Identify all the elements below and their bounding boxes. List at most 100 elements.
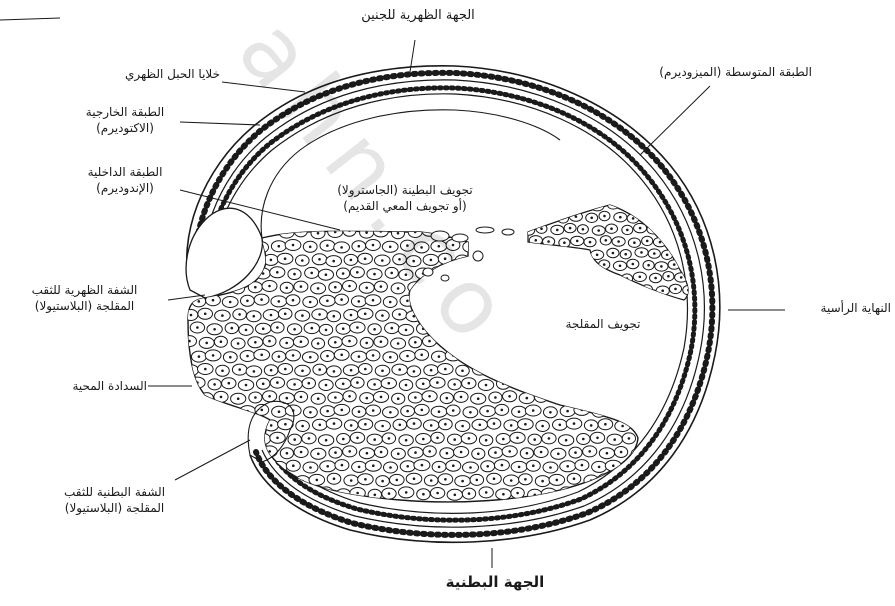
- cell-nucleus: [453, 383, 456, 386]
- cell-nucleus: [293, 438, 296, 441]
- cell-nucleus: [308, 492, 311, 495]
- cell-nucleus: [228, 437, 231, 440]
- cell: [614, 336, 628, 347]
- cell: [183, 420, 199, 431]
- cell-nucleus: [276, 271, 279, 274]
- cell-nucleus: [526, 205, 529, 208]
- cell: [223, 462, 239, 473]
- cell-nucleus: [469, 411, 472, 414]
- cell-nucleus: [317, 287, 320, 290]
- cell-nucleus: [364, 257, 367, 260]
- cell-nucleus: [246, 465, 249, 468]
- cell-nucleus: [334, 286, 337, 289]
- cell-nucleus: [494, 451, 497, 454]
- cell: [523, 226, 535, 235]
- cell: [621, 378, 636, 389]
- cell-nucleus: [325, 273, 328, 276]
- label-dorsal-lip-line1: الشفة الظهرية للثقب: [2, 282, 167, 298]
- cell-nucleus: [633, 287, 636, 290]
- cell: [600, 337, 613, 348]
- cell: [200, 448, 214, 459]
- cell-nucleus: [350, 314, 353, 317]
- cell-nucleus: [533, 215, 536, 218]
- cell-nucleus: [364, 478, 367, 481]
- cell: [576, 378, 591, 389]
- cell-nucleus: [253, 477, 256, 480]
- cell-nucleus: [325, 384, 328, 387]
- cell-nucleus: [563, 287, 566, 290]
- cell: [582, 336, 597, 347]
- cell-nucleus: [510, 424, 513, 427]
- cell-nucleus: [438, 466, 441, 469]
- cell-nucleus: [583, 204, 586, 207]
- cell-nucleus: [461, 370, 464, 373]
- cell-nucleus: [285, 287, 288, 290]
- cell-nucleus: [414, 341, 417, 344]
- cell-nucleus: [397, 342, 400, 345]
- cell-nucleus: [212, 299, 215, 302]
- cell-nucleus: [516, 326, 519, 329]
- cell-nucleus: [221, 425, 224, 428]
- cell: [536, 255, 550, 266]
- cell: [632, 393, 645, 404]
- label-ventral-lip-line1: الشفة البطنية للثقب: [42, 484, 187, 500]
- cell-nucleus: [652, 228, 655, 231]
- cell-nucleus: [524, 478, 527, 481]
- cell: [572, 261, 585, 270]
- cell-nucleus: [270, 369, 273, 372]
- cell-nucleus: [268, 285, 271, 288]
- cell: [559, 380, 573, 391]
- cell-nucleus: [198, 300, 201, 303]
- cell-nucleus: [340, 246, 343, 249]
- cell-nucleus: [486, 465, 489, 468]
- cell-nucleus: [533, 383, 536, 386]
- cell-nucleus: [364, 423, 367, 426]
- cell: [568, 337, 582, 348]
- cell-nucleus: [356, 271, 359, 274]
- cell-nucleus: [334, 341, 337, 344]
- cell-nucleus: [613, 438, 616, 441]
- cell-nucleus: [260, 354, 263, 357]
- cell-nucleus: [366, 397, 369, 400]
- cell-nucleus: [646, 288, 649, 291]
- cell-nucleus: [541, 370, 544, 373]
- cell-nucleus: [540, 340, 543, 343]
- cell-nucleus: [373, 328, 376, 331]
- cell-nucleus: [270, 314, 273, 317]
- cell-nucleus: [406, 465, 409, 468]
- cell-nucleus: [610, 276, 613, 279]
- cell-nucleus: [350, 424, 353, 427]
- cell-nucleus: [301, 314, 304, 317]
- cell-nucleus: [554, 253, 557, 256]
- label-yolk-plug: السدادة المحية: [30, 378, 147, 394]
- cell-nucleus: [590, 259, 593, 262]
- cell-nucleus: [596, 254, 599, 257]
- cell-nucleus: [284, 313, 287, 316]
- cell: [542, 285, 554, 294]
- cell-nucleus: [524, 257, 527, 260]
- label-gastrocoel-line2: (أو تجويف المعي القديم): [300, 198, 510, 214]
- cell-nucleus: [556, 229, 559, 232]
- cell: [591, 377, 604, 388]
- cell-nucleus: [238, 368, 241, 371]
- cell-nucleus: [659, 241, 662, 244]
- cell: [561, 351, 575, 362]
- cell-nucleus: [574, 286, 577, 289]
- cell-nucleus: [262, 327, 265, 330]
- cell-nucleus: [582, 383, 585, 386]
- cell-nucleus: [556, 479, 559, 482]
- label-dorsal-lip-line2: المقلجة (البلاستيولا): [2, 298, 167, 314]
- cell-nucleus: [598, 466, 601, 469]
- cell-nucleus: [413, 422, 416, 425]
- cell-nucleus: [340, 298, 343, 301]
- cell-nucleus: [628, 382, 631, 385]
- cell-nucleus: [350, 479, 353, 482]
- cell-nucleus: [639, 424, 642, 427]
- cell-nucleus: [452, 464, 455, 467]
- cell-nucleus: [372, 409, 375, 412]
- cell-nucleus: [245, 329, 248, 332]
- cell-nucleus: [364, 368, 367, 371]
- cell: [534, 281, 548, 292]
- cell: [527, 324, 541, 335]
- cell: [511, 241, 526, 252]
